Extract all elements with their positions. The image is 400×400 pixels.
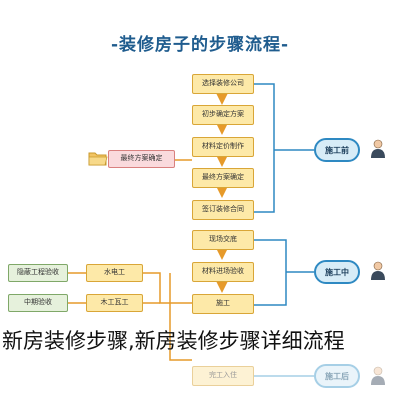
branch-to-final	[169, 273, 192, 361]
person-icon	[371, 366, 385, 385]
diagram-title: -装修房子的步骤流程-	[110, 35, 290, 55]
caption-text: 新房装修步骤,新房装修步骤详细流程	[2, 329, 345, 353]
phase-after: 施工后	[314, 364, 360, 388]
step-initial-plan: 初步确定方案	[192, 105, 254, 125]
step-sign-contract: 签订装修合同	[192, 200, 254, 220]
folder-icon	[88, 152, 108, 166]
check-hidden-work: 隐蔽工程验收	[8, 264, 68, 282]
step-choose-company: 选择装修公司	[192, 74, 254, 94]
step-site-handover: 现场交底	[192, 230, 254, 250]
plan-box: 最终方案确定	[108, 150, 175, 168]
step-plumbing-electrical: 水电工	[86, 264, 143, 282]
step-construction: 施工	[192, 294, 254, 314]
bracket-during	[254, 239, 287, 306]
branch-upper	[143, 272, 192, 304]
step-final-plan: 最终方案确定	[192, 168, 254, 188]
bracket-before	[254, 83, 275, 213]
phase-before: 施工前	[314, 138, 360, 162]
step-carpentry-tiling: 木工瓦工	[86, 294, 143, 312]
step-material-check: 材料进场验收	[192, 262, 254, 282]
phase-during: 施工中	[314, 260, 360, 284]
step-move-in: 完工入住	[192, 366, 254, 386]
person-icon	[371, 139, 385, 158]
check-mid: 中期验收	[8, 294, 68, 312]
person-icon	[371, 261, 385, 280]
step-material-pricing: 材料定价制作	[192, 137, 254, 157]
